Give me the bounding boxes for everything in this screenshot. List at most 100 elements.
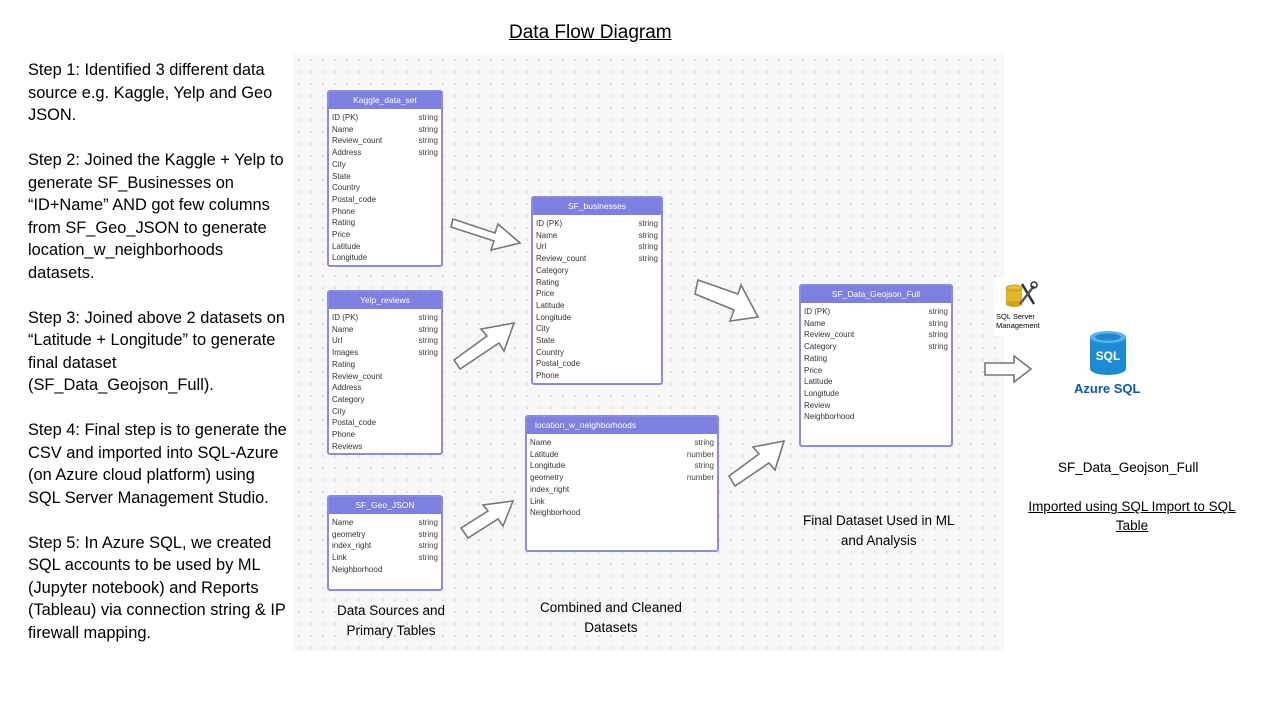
- column-name: Images: [332, 348, 359, 358]
- column-name: City: [536, 324, 550, 334]
- table-header: Yelp_reviews: [329, 292, 441, 309]
- column-name: Country: [536, 347, 565, 357]
- column-name: Country: [332, 183, 361, 193]
- column-name: Latitude: [536, 300, 565, 310]
- column-name: State: [536, 336, 555, 346]
- table-row: Rating: [332, 217, 438, 229]
- column-name: Review_count: [332, 371, 383, 381]
- column-name: Longitude: [804, 388, 840, 398]
- table-row: Review: [804, 400, 948, 412]
- column-name: Review_count: [536, 254, 587, 264]
- table-row: Neighborhood: [530, 507, 714, 519]
- column-name: Postal_code: [332, 194, 377, 204]
- table-header: SF_Geo_JSON: [329, 497, 441, 514]
- column-name: Postal_code: [536, 359, 581, 369]
- column-name: Price: [332, 230, 351, 240]
- column-name: Category: [332, 394, 365, 404]
- column-type: string: [638, 242, 658, 252]
- caption-final-dataset: Final Dataset Used in ML and Analysis: [803, 513, 955, 548]
- table-row: ID (PK) string: [332, 312, 438, 324]
- table-row: Category: [536, 265, 658, 277]
- column-name: Price: [804, 365, 823, 375]
- column-type: string: [928, 330, 948, 340]
- column-name: ID (PK): [332, 313, 359, 322]
- sql-server-logo-icon: [994, 278, 1050, 336]
- column-name: Address: [332, 148, 362, 158]
- column-name: Neighborhood: [804, 412, 855, 422]
- step-2: Step 2: Joined the Kaggle + Yelp to gene…: [28, 151, 284, 282]
- column-name: Latitude: [530, 449, 559, 459]
- column-name: Rating: [804, 353, 828, 363]
- table-header: SF_Data_Geojson_Full: [801, 286, 951, 303]
- table-row: Phone: [536, 370, 658, 382]
- column-name: Neighborhood: [530, 508, 581, 518]
- column-name: Url: [536, 242, 547, 252]
- table-row: City: [332, 406, 438, 418]
- step-3: Step 3: Joined above 2 datasets on “Lati…: [28, 308, 285, 395]
- column-name: Reviews: [332, 441, 363, 451]
- column-type: string: [638, 219, 658, 228]
- column-type: string: [418, 518, 438, 527]
- table-row: Postal_code: [332, 417, 438, 429]
- column-name: Review_count: [804, 330, 855, 340]
- column-name: Address: [332, 383, 362, 393]
- table-row: Longitude: [332, 252, 438, 264]
- table-row: Rating: [536, 277, 658, 289]
- column-name: Review_count: [332, 136, 383, 146]
- column-type: string: [418, 324, 438, 334]
- column-name: geometry: [530, 473, 564, 483]
- column-name: Url: [332, 336, 343, 346]
- table-row: Review_count string: [804, 329, 948, 341]
- column-type: string: [928, 318, 948, 328]
- column-name: Name: [332, 124, 354, 134]
- column-name: Category: [536, 265, 569, 275]
- column-name: Neighborhood: [332, 564, 383, 574]
- caption-data-sources: Data Sources and Primary Tables: [337, 603, 446, 638]
- table-row: index_right: [530, 484, 714, 496]
- table-row: Postal_code: [536, 358, 658, 370]
- table-row: Longitude: [804, 388, 948, 400]
- column-name: Latitude: [332, 241, 361, 251]
- table-row: Link: [530, 496, 714, 508]
- column-name: Rating: [536, 277, 560, 287]
- column-type: string: [418, 124, 438, 134]
- table-row: Url string: [536, 241, 658, 253]
- column-type: string: [418, 336, 438, 346]
- column-name: City: [332, 159, 346, 169]
- steps-list: Step 1: Identified 3 different data sour…: [28, 59, 290, 667]
- column-name: index_right: [530, 484, 570, 494]
- table-row: Review_count: [332, 371, 438, 383]
- column-name: Name: [536, 230, 558, 240]
- column-name: Phone: [536, 371, 560, 381]
- column-name: Rating: [332, 359, 356, 369]
- column-type: string: [418, 313, 438, 322]
- table-row: City: [536, 323, 658, 335]
- column-name: Longitude: [536, 312, 572, 322]
- table-row: City: [332, 159, 438, 171]
- arrow-full-to-azure: [984, 354, 1033, 384]
- column-type: string: [694, 438, 714, 447]
- sql-server-logo-text: SQL Server Management: [996, 312, 1040, 330]
- column-type: string: [638, 230, 658, 240]
- column-type: string: [694, 461, 714, 471]
- table-row: Name string: [536, 230, 658, 242]
- table-row: Reviews: [332, 441, 438, 453]
- column-name: Latitude: [804, 377, 833, 387]
- table-row: Address: [332, 382, 438, 394]
- table-row: State: [536, 335, 658, 347]
- table-row: Url string: [332, 335, 438, 347]
- column-type: string: [928, 342, 948, 352]
- column-type: string: [928, 307, 948, 316]
- table-row: Country: [536, 347, 658, 359]
